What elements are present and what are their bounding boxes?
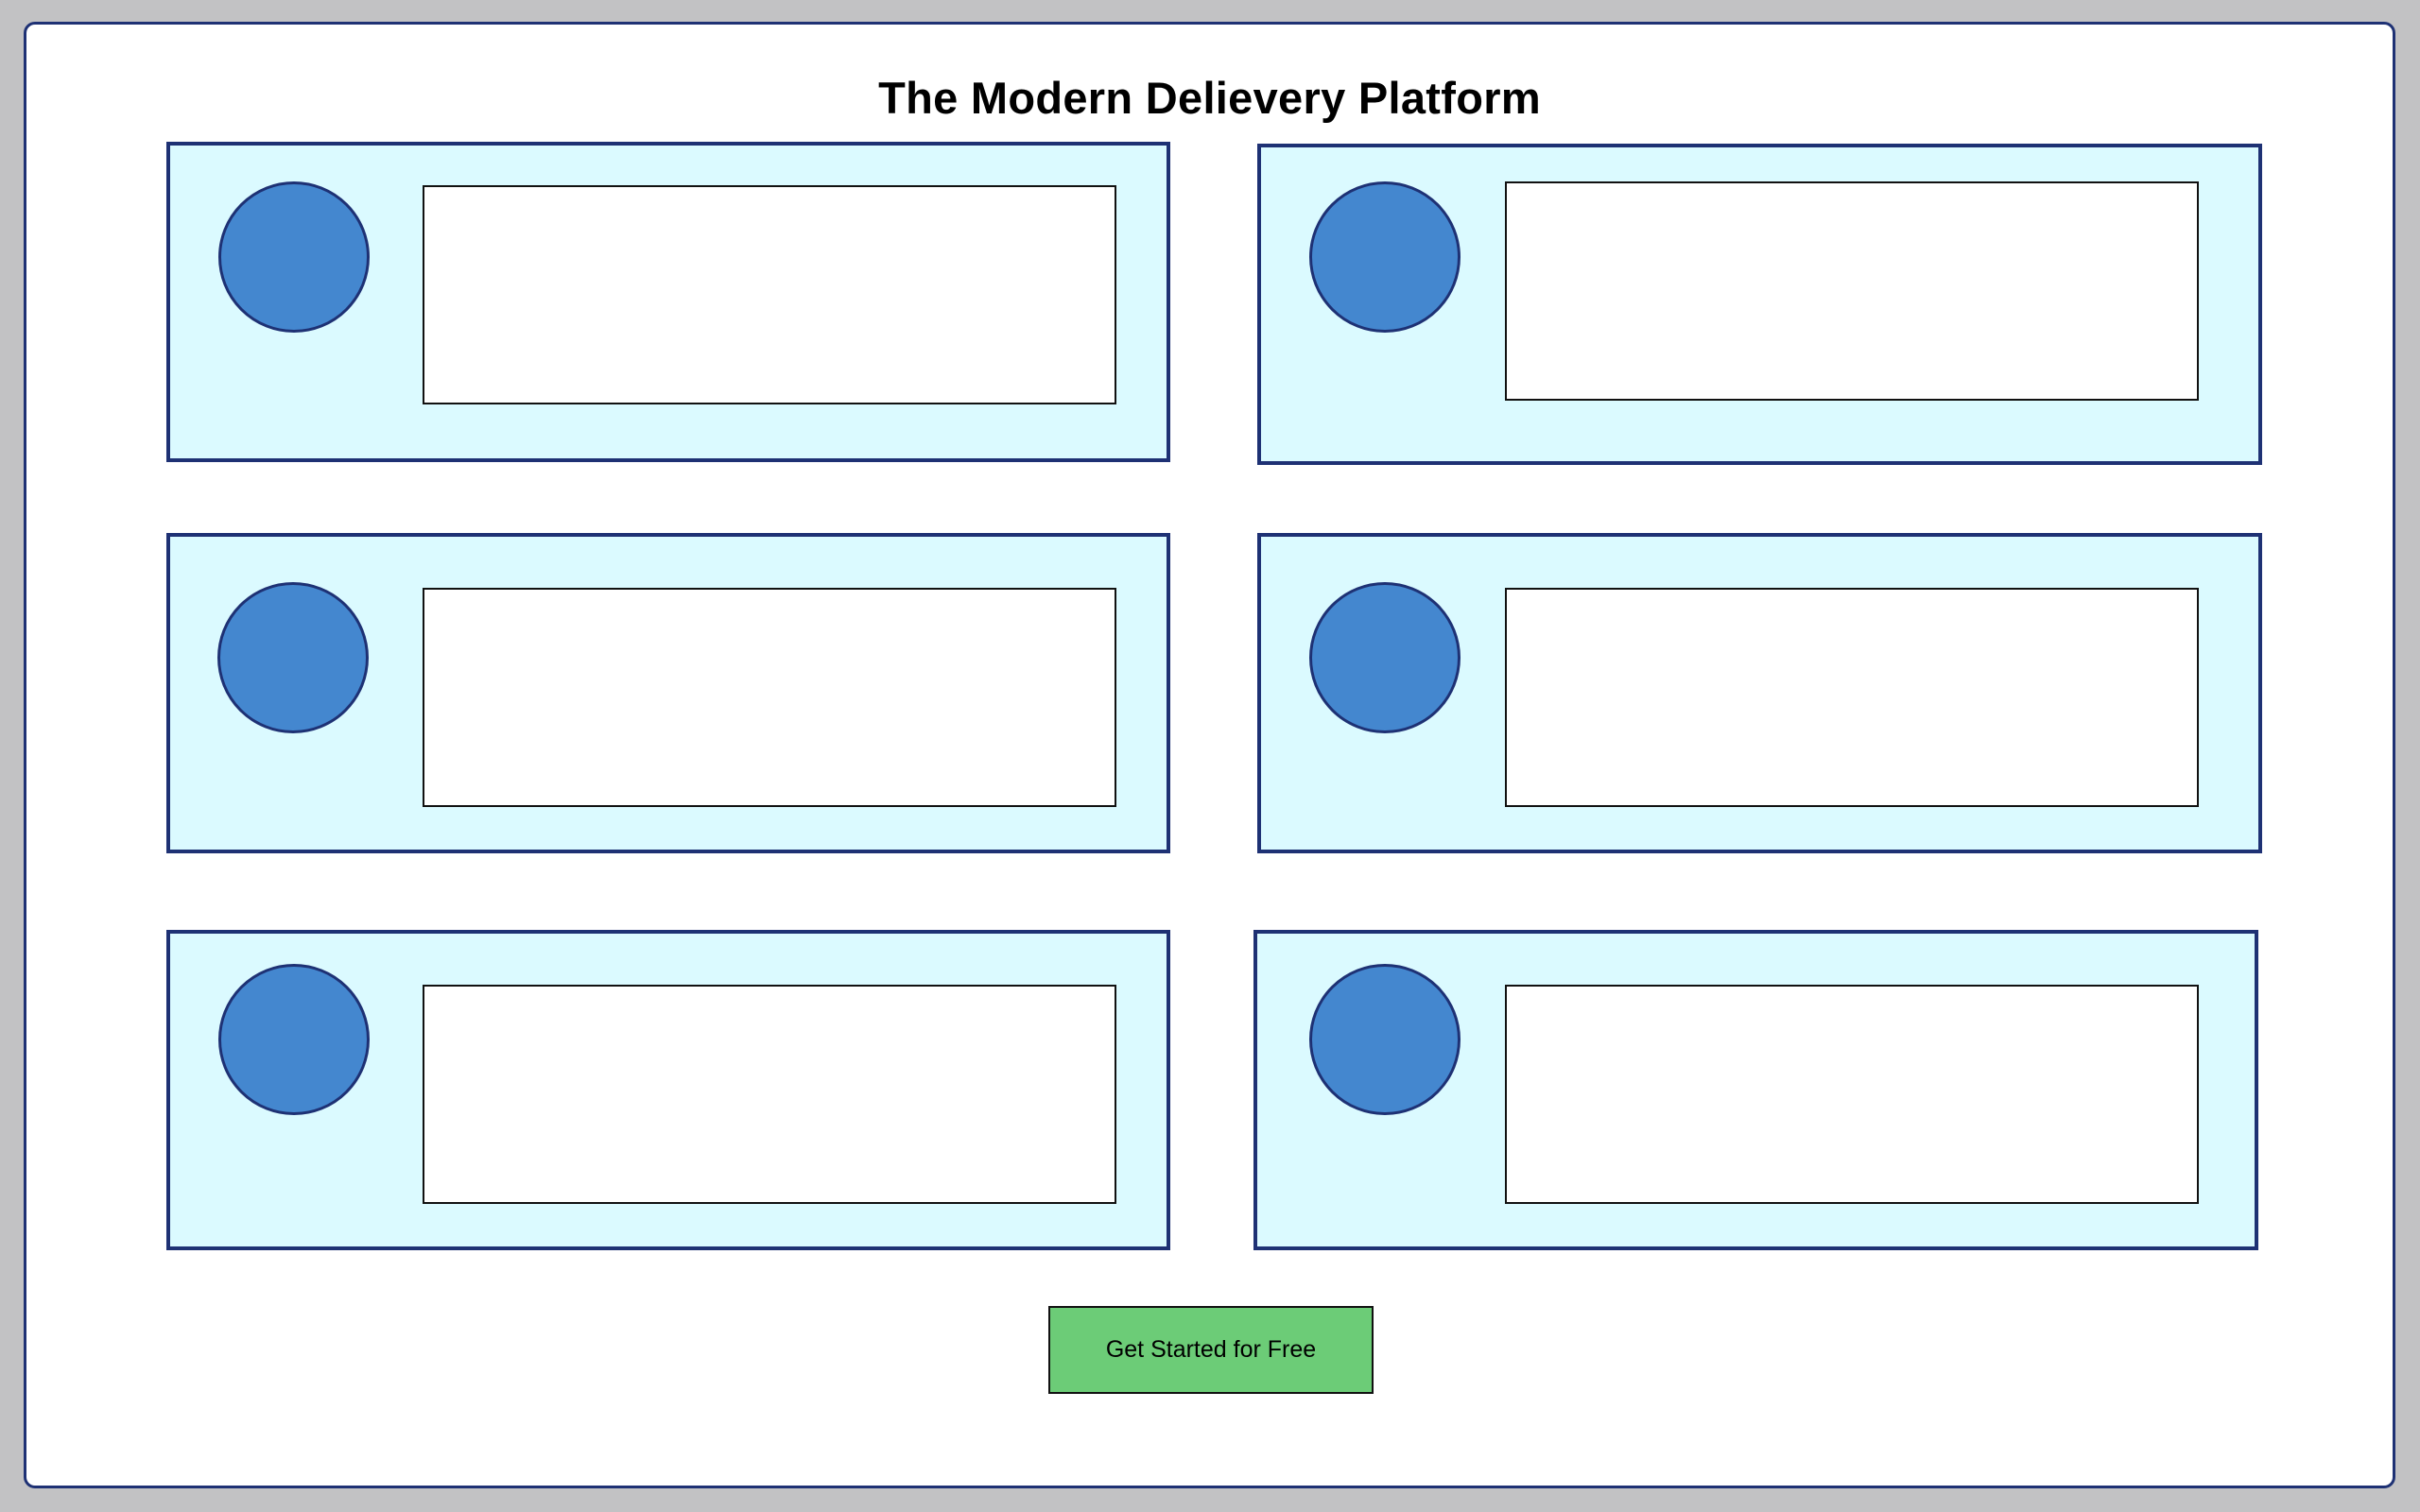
avatar bbox=[218, 964, 370, 1115]
card-content-box bbox=[1505, 588, 2199, 807]
get-started-button-label: Get Started for Free bbox=[1105, 1336, 1317, 1363]
feature-card-1 bbox=[166, 142, 1170, 462]
get-started-button[interactable]: Get Started for Free bbox=[1048, 1306, 1374, 1394]
page-title: The Modern Delievery Platform bbox=[878, 73, 1541, 123]
avatar bbox=[1309, 964, 1461, 1115]
avatar bbox=[1309, 181, 1461, 333]
card-content-box bbox=[1505, 985, 2199, 1204]
avatar bbox=[1309, 582, 1461, 733]
avatar bbox=[217, 582, 369, 733]
feature-card-3 bbox=[166, 533, 1170, 853]
feature-card-4 bbox=[1257, 533, 2262, 853]
feature-card-2 bbox=[1257, 144, 2262, 465]
card-content-box bbox=[1505, 181, 2199, 401]
card-content-box bbox=[423, 185, 1116, 404]
card-content-box bbox=[423, 985, 1116, 1204]
avatar bbox=[218, 181, 370, 333]
feature-card-6 bbox=[1253, 930, 2258, 1250]
card-content-box bbox=[423, 588, 1116, 807]
feature-card-5 bbox=[166, 930, 1170, 1250]
